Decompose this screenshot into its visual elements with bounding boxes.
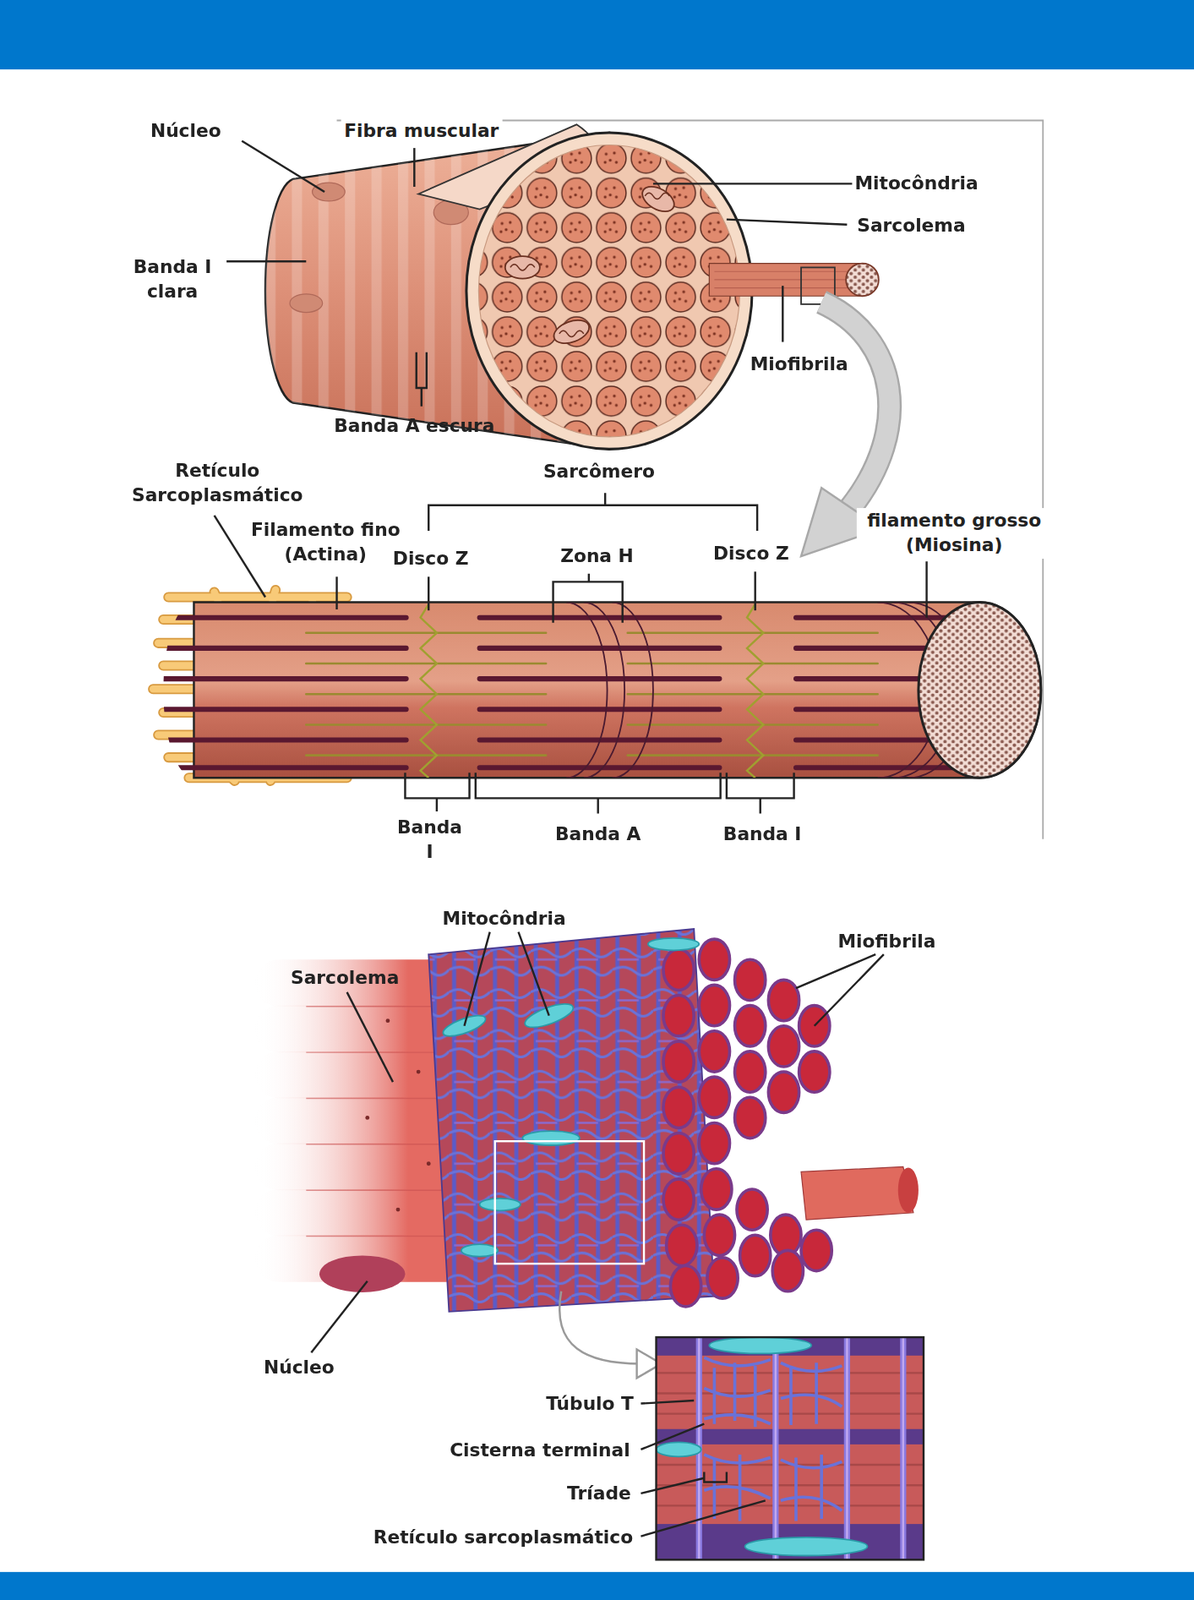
part-label: Mitocôndria	[442, 905, 567, 931]
part-label: Disco Z	[392, 545, 469, 571]
part-label: Banda A	[555, 821, 641, 846]
brackets	[214, 492, 927, 813]
part-label: Núcleo	[263, 1355, 335, 1380]
part-label: Banda I	[396, 815, 464, 866]
part-label: Banda I	[723, 821, 802, 846]
part-label: Núcleo	[150, 118, 222, 143]
part-label: Sarcolema	[856, 212, 966, 238]
part-label: Disco Z	[713, 540, 790, 566]
inset-arrow	[559, 1291, 661, 1379]
myofibril	[708, 263, 878, 305]
part-label: Sarcolema	[290, 965, 399, 990]
part-label: Cisterna terminal	[449, 1437, 630, 1462]
part-label: Tríade	[567, 1480, 632, 1505]
part-label: filamento grosso (Miosina)	[856, 507, 1053, 558]
leader-lines	[310, 932, 884, 1537]
part-label: Banda I clara	[126, 255, 219, 306]
header-bar	[0, 0, 1194, 70]
part-label: Fibra muscular	[341, 118, 502, 143]
leader-lines	[226, 141, 852, 407]
part-label: Filamento fino (Actina)	[244, 517, 408, 568]
part-label: Miofibrila	[750, 351, 849, 377]
part-label: Banda A escura	[333, 413, 495, 438]
part-label: Retículo Sarcoplasmático	[120, 457, 315, 508]
part-label: Sarcômero	[543, 458, 655, 484]
part-label: Zona H	[560, 544, 634, 569]
muscle-fiber	[265, 124, 753, 449]
part-label: Túbulo T	[545, 1390, 634, 1416]
footer-bar	[0, 1571, 1194, 1600]
part-label: Mitocôndria	[854, 171, 978, 197]
myofibril-cylinder	[163, 602, 1042, 779]
inset-detail	[656, 1336, 924, 1560]
part-label: Miofibrila	[837, 928, 936, 954]
fiber-bundle	[255, 928, 919, 1312]
part-label: Retículo sarcoplasmático	[373, 1524, 633, 1549]
